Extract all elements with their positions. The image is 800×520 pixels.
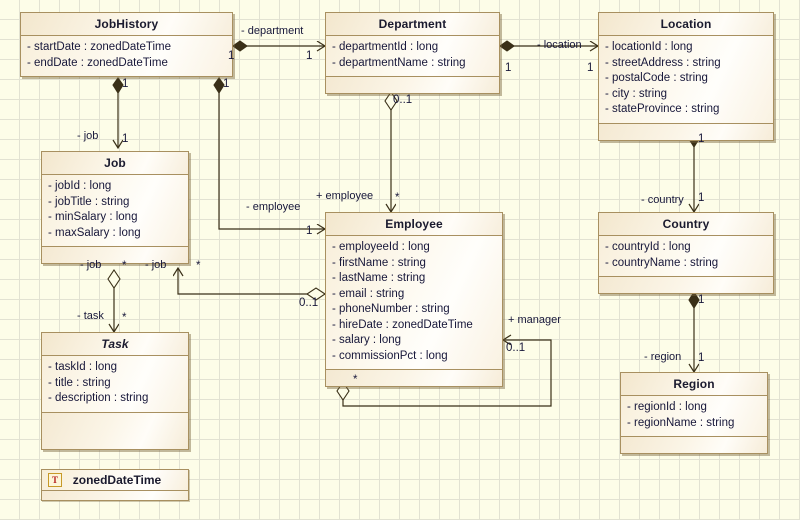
- class-title-jobhistory: JobHistory: [21, 13, 232, 36]
- edge-mult-job-task-source: *: [122, 260, 127, 272]
- datatype-zoneddatetime[interactable]: T zonedDateTime: [41, 469, 189, 501]
- edge-label-department-role: - department: [241, 25, 304, 37]
- attribute-row: - salary : long: [332, 334, 402, 346]
- edge-mult-employee-job-target: *: [196, 260, 201, 272]
- class-attributes-country: - countryId : long - countryName : strin…: [599, 236, 773, 277]
- attribute-row: - jobTitle : string: [48, 195, 130, 208]
- attribute-row: - endDate : zonedDateTime: [27, 56, 168, 69]
- attribute-row: - departmentId : long: [332, 41, 439, 53]
- edge-label-region-role: - region: [644, 351, 682, 363]
- class-operations-country: [599, 277, 773, 293]
- class-employee[interactable]: Employee - employeeId : long - firstName…: [325, 212, 503, 387]
- attribute-row: - lastName : string: [332, 272, 426, 284]
- edge-mult-country-region-target: 1: [698, 352, 705, 364]
- edge-mult-country-region-source: 1: [698, 294, 705, 306]
- attribute-row: - phoneNumber : string: [332, 303, 450, 315]
- edge-mult-jobhistory-job-source: 1: [122, 78, 129, 90]
- class-title-location: Location: [599, 13, 773, 36]
- attribute-row: - locationId : long: [605, 41, 693, 53]
- edge-mult-location-country-target: 1: [698, 192, 705, 204]
- edge-mult-employee-manager-source: *: [353, 374, 358, 386]
- class-attributes-employee: - employeeId : long - firstName : string…: [326, 236, 502, 370]
- class-attributes-region: - regionId : long - regionName : string: [621, 396, 767, 437]
- attribute-row: - startDate : zonedDateTime: [27, 41, 172, 53]
- datatype-title: zonedDateTime: [72, 473, 162, 487]
- class-task[interactable]: Task - taskId : long - title : string - …: [41, 332, 189, 450]
- attribute-row: - title : string: [48, 376, 111, 389]
- attribute-row: - firstName : string: [332, 256, 426, 269]
- edge-mult-department-location-source: 1: [505, 62, 512, 74]
- class-operations-region: [621, 437, 767, 453]
- edge-mult-department-employee-source: 0..1: [393, 94, 413, 106]
- class-title-task: Task: [42, 333, 188, 356]
- edge-mult-jobhistory-job-target: 1: [122, 133, 129, 145]
- class-title-country: Country: [599, 213, 773, 236]
- attribute-row: - city : string: [605, 87, 667, 100]
- class-attributes-location: - locationId : long - streetAddress : st…: [599, 36, 773, 124]
- class-attributes-job: - jobId : long - jobTitle : string - min…: [42, 175, 188, 247]
- attribute-row: - regionId : long: [627, 401, 707, 413]
- edge-mult-jobhistory-employee-target: 1: [306, 225, 313, 237]
- datatype-body: [42, 491, 188, 500]
- edge-mult-job-task-target: *: [122, 312, 127, 324]
- aggregation-diamond-job-task: [107, 269, 121, 289]
- edge-label-job-role: - job: [77, 130, 99, 142]
- edge-mult-jobhistory-department-target: 1: [306, 50, 313, 62]
- edge-label-location-role: - location: [537, 39, 582, 51]
- attribute-row: - departmentName : string: [332, 56, 466, 69]
- class-attributes-jobhistory: - startDate : zonedDateTime - endDate : …: [21, 36, 232, 76]
- edge-mult-jobhistory-department-source: 1: [228, 50, 235, 62]
- attribute-row: - streetAddress : string: [605, 56, 721, 69]
- edge-mult-department-employee-target: *: [395, 192, 400, 204]
- class-job[interactable]: Job - jobId : long - jobTitle : string -…: [41, 151, 189, 264]
- edge-label-manager-role: + manager: [508, 314, 561, 326]
- class-country[interactable]: Country - countryId : long - countryName…: [598, 212, 774, 294]
- class-attributes-task: - taskId : long - title : string - descr…: [42, 356, 188, 413]
- class-title-employee: Employee: [326, 213, 502, 236]
- attribute-row: - email : string: [332, 287, 405, 300]
- attribute-row: - minSalary : long: [48, 211, 138, 223]
- attribute-row: - postalCode : string: [605, 72, 708, 84]
- datatype-header: T zonedDateTime: [42, 470, 188, 491]
- attribute-row: - countryId : long: [605, 241, 691, 253]
- edge-label-job-role-employee: - job: [145, 259, 167, 271]
- attribute-row: - jobId : long: [48, 180, 112, 192]
- attribute-row: - taskId : long: [48, 361, 118, 373]
- edge-label-employee-role-plus: + employee: [316, 190, 374, 202]
- class-operations-job: [42, 247, 188, 263]
- edge-label-job-role-task-source: - job: [80, 259, 102, 271]
- attribute-row: - maxSalary : long: [48, 226, 141, 239]
- class-department[interactable]: Department - departmentId : long - depar…: [325, 12, 500, 94]
- attribute-row: - hireDate : zonedDateTime: [332, 318, 473, 331]
- class-jobhistory[interactable]: JobHistory - startDate : zonedDateTime -…: [20, 12, 233, 77]
- edge-label-employee-role: - employee: [246, 201, 301, 213]
- datatype-icon: T: [48, 473, 62, 487]
- class-title-department: Department: [326, 13, 499, 36]
- class-region[interactable]: Region - regionId : long - regionName : …: [620, 372, 768, 454]
- edge-mult-location-country-source: 1: [698, 133, 705, 145]
- attribute-row: - regionName : string: [627, 416, 735, 429]
- class-title-job: Job: [42, 152, 188, 175]
- class-location[interactable]: Location - locationId : long - streetAdd…: [598, 12, 774, 141]
- edge-mult-jobhistory-employee-source: 1: [223, 78, 230, 90]
- edge-label-task-role: - task: [77, 310, 104, 322]
- attribute-row: - countryName : string: [605, 256, 719, 269]
- edge-mult-employee-manager-target: 0..1: [506, 342, 526, 354]
- class-operations-department: [326, 77, 499, 93]
- attribute-row: - employeeId : long: [332, 241, 430, 253]
- class-attributes-department: - departmentId : long - departmentName :…: [326, 36, 499, 77]
- class-operations-task: [42, 412, 188, 449]
- composition-diamond-department-location: [499, 40, 515, 52]
- class-operations-location: [599, 123, 773, 140]
- attribute-row: - description : string: [48, 392, 149, 404]
- edge-mult-department-location-target: 1: [587, 62, 594, 74]
- attribute-row: - commissionPct : long: [332, 349, 448, 362]
- class-title-region: Region: [621, 373, 767, 396]
- composition-diamond-jobhistory-department: [232, 40, 248, 52]
- edge-mult-employee-job-source: 0..1: [299, 297, 319, 309]
- edge-label-country-role: - country: [641, 194, 684, 206]
- attribute-row: - stateProvince : string: [605, 103, 720, 115]
